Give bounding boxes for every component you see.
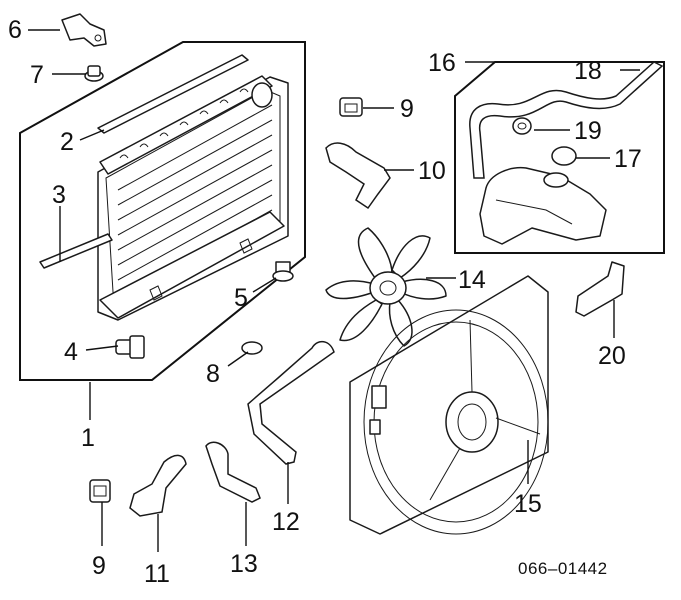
callout-14: 14 xyxy=(458,266,486,294)
diagram-code: 066–01442 xyxy=(518,559,608,578)
overflow-hose-illustration xyxy=(469,61,664,179)
hose-clamp-lower-illustration xyxy=(89,479,111,503)
callout-9-lower: 9 xyxy=(92,552,106,580)
hose-clamp-upper-illustration xyxy=(339,97,363,117)
reservoir-bracket-illustration xyxy=(575,261,625,317)
callout-15: 15 xyxy=(514,490,542,518)
callout-1: 1 xyxy=(81,424,95,452)
callout-7: 7 xyxy=(30,61,44,89)
cooling-fan-illustration xyxy=(325,227,447,347)
callout-18: 18 xyxy=(574,57,602,85)
overflow-clamp-illustration xyxy=(512,117,532,135)
callout-3: 3 xyxy=(52,181,66,209)
callout-17: 17 xyxy=(614,145,642,173)
bracket-illustration xyxy=(61,13,107,47)
callout-2: 2 xyxy=(60,128,74,156)
callout-19: 19 xyxy=(574,117,602,145)
callout-5: 5 xyxy=(234,284,248,312)
upper-hose-illustration xyxy=(325,142,391,210)
callout-13: 13 xyxy=(230,550,258,578)
callout-11: 11 xyxy=(144,560,170,588)
callout-labels: 6 7 2 3 4 5 8 1 9 10 9 11 12 13 14 15 16… xyxy=(8,16,642,588)
cushion-upper-illustration xyxy=(84,65,104,82)
radiator-core-illustration xyxy=(97,75,289,321)
callout-20: 20 xyxy=(598,342,626,370)
cushion-lower-illustration xyxy=(241,341,263,355)
drain-cock-illustration xyxy=(115,335,145,359)
callout-6: 6 xyxy=(8,16,22,44)
fan-shroud-illustration xyxy=(349,275,549,535)
radiator-group-box xyxy=(19,41,306,381)
heater-hose-illustration xyxy=(205,441,261,503)
reservoir-cap-illustration xyxy=(551,146,577,166)
bypass-hose-illustration xyxy=(247,340,335,465)
callout-16: 16 xyxy=(428,49,456,77)
mount-bolt-illustration xyxy=(272,261,294,282)
side-seal-strip-illustration xyxy=(39,233,113,269)
callout-8: 8 xyxy=(206,360,220,388)
callout-10: 10 xyxy=(418,157,446,185)
reservoir-group-box xyxy=(454,61,665,254)
reservoir-tank-illustration xyxy=(479,166,607,245)
lower-hose-illustration xyxy=(129,454,187,517)
callout-9-upper: 9 xyxy=(400,95,414,123)
callout-4: 4 xyxy=(64,338,78,366)
leader-lines xyxy=(28,29,640,552)
callout-12: 12 xyxy=(272,508,300,536)
